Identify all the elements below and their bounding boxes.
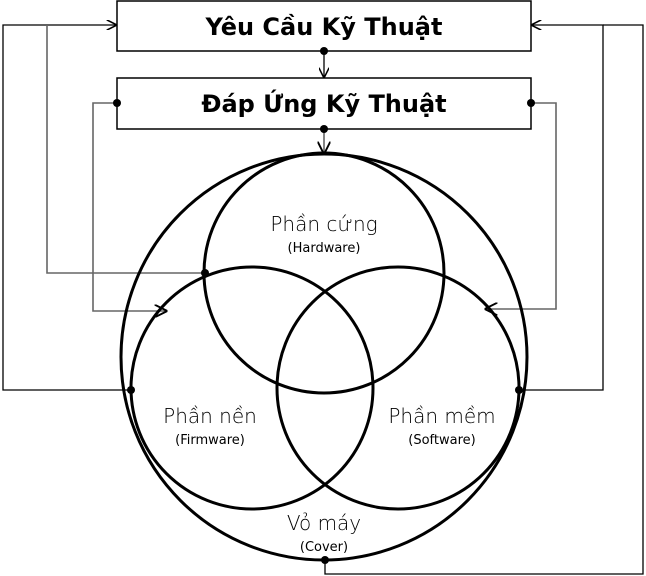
software-circle: [275, 265, 521, 511]
connector-cover-to-requirements: [324, 24, 644, 575]
connector-firmware-to-requirements: [2, 25, 131, 391]
connector-response-to-firmware: [92, 102, 166, 311]
connector-hardware-to-requirements: [46, 25, 205, 274]
junction-dot: [320, 125, 328, 133]
junction-dot: [515, 386, 523, 394]
junction-dot: [113, 99, 121, 107]
response-box: Đáp Ứng Kỹ Thuật: [116, 77, 532, 130]
junction-dot: [527, 99, 535, 107]
requirements-box: Yêu Cầu Kỹ Thuật: [116, 0, 532, 52]
junction-dot: [320, 47, 328, 55]
hardware-circle: [202, 151, 446, 395]
firmware-sub: (Firmware): [175, 433, 245, 448]
connectors: [2, 24, 644, 575]
junction-dot: [321, 556, 329, 564]
connector-response-to-software: [486, 102, 557, 309]
junction-dot: [201, 269, 209, 277]
cover-label: Vỏ máy: [287, 511, 361, 535]
hardware-label: Phần cứng: [270, 212, 377, 236]
hardware-sub: (Hardware): [288, 241, 361, 256]
software-sub: (Software): [408, 433, 475, 448]
cover-sub: (Cover): [300, 540, 348, 555]
firmware-label: Phần nền: [163, 404, 257, 428]
connector-software-to-requirements: [519, 25, 604, 391]
requirements-title: Yêu Cầu Kỹ Thuật: [205, 13, 443, 41]
firmware-circle: [129, 265, 375, 511]
software-label: Phần mềm: [388, 404, 495, 428]
response-title: Đáp Ứng Kỹ Thuật: [201, 88, 446, 118]
junction-dot: [127, 386, 135, 394]
